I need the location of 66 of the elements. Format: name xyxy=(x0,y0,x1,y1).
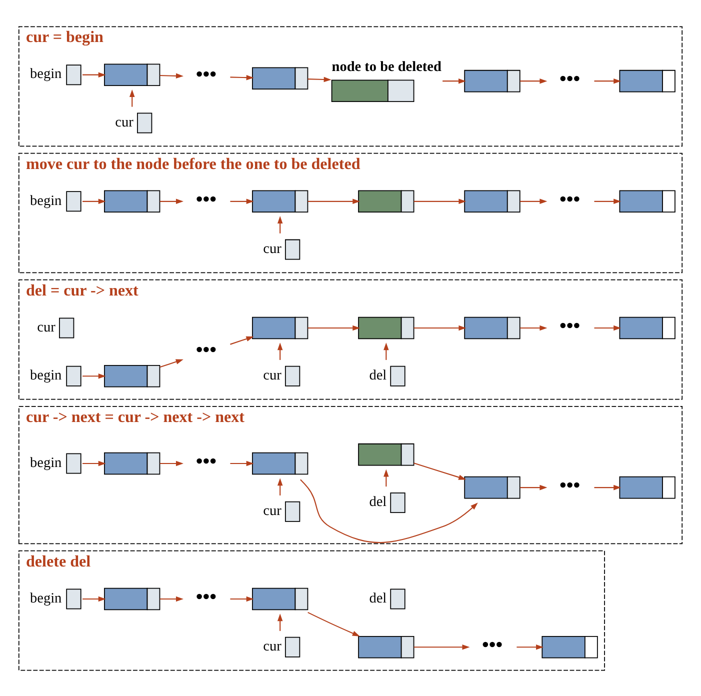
arrow xyxy=(82,596,106,602)
arrow xyxy=(594,78,622,84)
node-label: node to be deleted xyxy=(332,58,442,75)
node-text: ••• xyxy=(196,451,216,472)
arrow xyxy=(414,644,470,650)
node-text: ••• xyxy=(196,586,216,608)
node-text: ••• xyxy=(560,316,580,337)
arrow xyxy=(277,342,283,360)
arrow xyxy=(230,336,254,344)
node-label: del xyxy=(369,590,387,606)
arrow xyxy=(308,198,360,204)
node-label: del xyxy=(369,367,387,384)
arrow xyxy=(82,72,106,77)
arrow xyxy=(516,644,544,650)
arrow xyxy=(594,198,622,204)
arrow xyxy=(230,460,254,466)
node-text: ••• xyxy=(196,64,216,86)
arrow xyxy=(160,72,184,78)
node-label: del xyxy=(369,494,387,510)
node-text: ••• xyxy=(560,189,580,210)
node-label: begin xyxy=(30,192,62,208)
arrow xyxy=(308,611,360,636)
arrow xyxy=(160,460,184,466)
node-label: begin xyxy=(30,590,62,606)
arrow xyxy=(414,198,466,204)
node-text: ••• xyxy=(560,68,580,90)
arrow xyxy=(277,478,283,495)
arrow xyxy=(384,468,389,486)
arrow xyxy=(520,198,548,204)
node-text: ••• xyxy=(482,634,503,656)
arrow xyxy=(277,613,283,630)
arrow xyxy=(414,462,466,480)
arrow xyxy=(300,478,478,543)
arrow xyxy=(82,373,106,378)
node-label: begin xyxy=(30,367,62,384)
arrow xyxy=(384,342,389,360)
arrow xyxy=(160,358,184,368)
node-text: ••• xyxy=(196,189,216,210)
node-label: begin xyxy=(30,454,62,470)
node-label: cur xyxy=(37,318,56,335)
arrow xyxy=(308,324,360,330)
arrow xyxy=(82,198,106,204)
node-text: ••• xyxy=(196,340,216,361)
arrow xyxy=(520,484,548,490)
node-label: cur xyxy=(263,638,282,654)
node-label: cur xyxy=(263,502,282,519)
node-text: ••• xyxy=(560,475,580,496)
node-label: begin xyxy=(30,66,62,82)
arrow xyxy=(277,216,283,233)
node-label: cur xyxy=(263,240,282,256)
arrow xyxy=(160,596,184,602)
arrow xyxy=(160,198,184,204)
arrow xyxy=(308,76,332,82)
arrow xyxy=(594,324,622,330)
arrow xyxy=(230,198,254,204)
arrow xyxy=(442,78,466,84)
arrow xyxy=(82,460,106,466)
arrow xyxy=(520,78,548,84)
arrow xyxy=(129,88,135,106)
node-label: cur xyxy=(263,367,282,384)
arrow xyxy=(520,324,548,330)
node-label: cur xyxy=(115,114,134,130)
arrow xyxy=(414,324,466,330)
arrow xyxy=(594,484,622,490)
arrow xyxy=(230,596,254,602)
arrow xyxy=(230,74,254,80)
